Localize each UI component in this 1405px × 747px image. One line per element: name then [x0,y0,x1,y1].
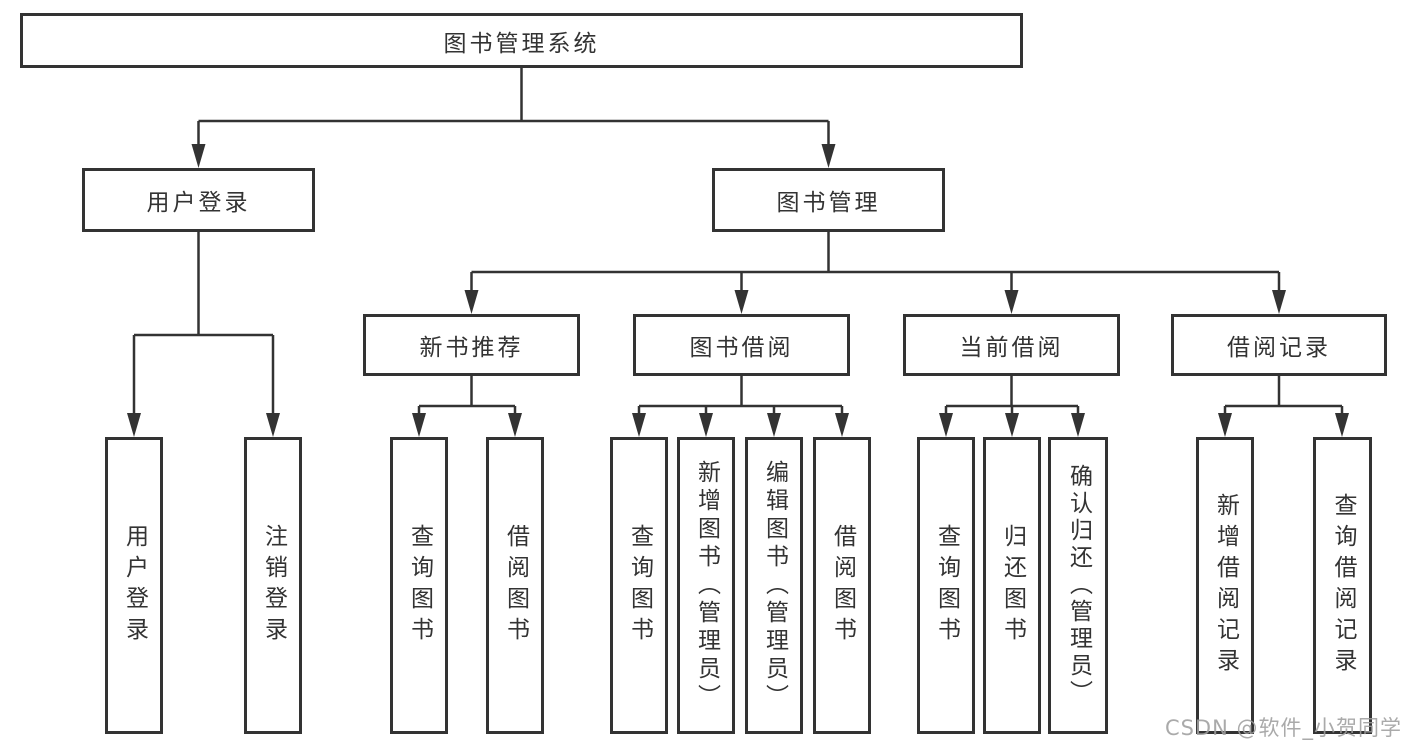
node-book-management-branch: 图书管理 [712,168,945,232]
leaf-borrowing-edit-books-admin: 编辑图书（管理员） [745,437,803,734]
node-root-system: 图书管理系统 [20,13,1023,68]
leaf-borrowing-borrow-books: 借阅图书 [813,437,871,734]
leaf-borrowing-add-books-admin: 新增图书（管理员） [677,437,735,734]
leaf-user-login: 用户登录 [105,437,163,734]
leaf-records-query-record: 查询借阅记录 [1313,437,1372,734]
leaf-logout: 注销登录 [244,437,302,734]
leaf-records-add-record: 新增借阅记录 [1196,437,1254,734]
leaf-newbook-borrow-books: 借阅图书 [486,437,544,734]
node-current-borrowing: 当前借阅 [903,314,1120,376]
node-new-book-recommend: 新书推荐 [363,314,580,376]
node-user-login-branch: 用户登录 [82,168,315,232]
arrowhead-icons [127,144,1349,437]
leaf-current-query-books: 查询图书 [917,437,975,734]
node-borrowing-records: 借阅记录 [1171,314,1387,376]
csdn-watermark: CSDN @软件_小贺同学 [1164,716,1402,740]
leaf-current-return-books: 归还图书 [983,437,1041,734]
leaf-borrowing-query-books: 查询图书 [610,437,668,734]
leaf-current-confirm-return-admin: 确认归还（管理员） [1048,437,1108,734]
node-book-borrowing: 图书借阅 [633,314,850,376]
leaf-newbook-query-books: 查询图书 [390,437,448,734]
